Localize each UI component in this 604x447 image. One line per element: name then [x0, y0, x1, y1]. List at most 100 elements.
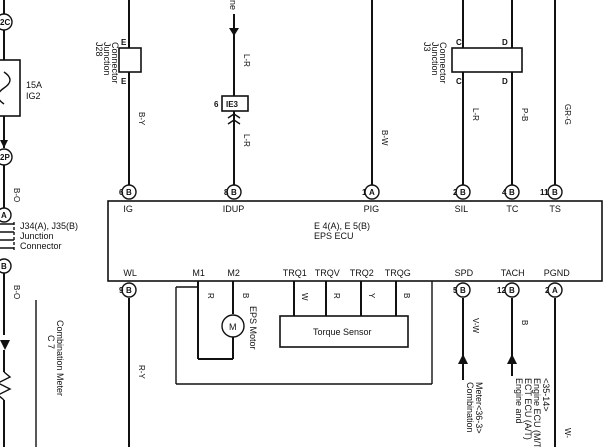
tach-circuit: B Engine and ECT ECU (A/T) Engine ECU (M…	[507, 298, 551, 447]
pin-label: IG	[123, 204, 133, 214]
wire-b-o-2: B-O	[12, 285, 21, 299]
pin-number: 12	[497, 286, 506, 295]
tach-dest-line1: Engine and	[514, 378, 524, 424]
ie3-box	[221, 95, 249, 112]
j3-pin-d-bottom: D	[502, 77, 508, 86]
pin-label: IDUP	[223, 204, 245, 214]
meter-name: Combination Meter	[55, 320, 65, 396]
tach-dest-line2: ECT ECU (A/T)	[523, 378, 533, 440]
pin-number: 5	[453, 286, 458, 295]
pin-circle	[504, 184, 520, 200]
wire-lr-top: L-R	[242, 54, 251, 67]
pin-label: TRQV	[315, 268, 340, 278]
ecu-pin-trq2: TRQ2	[350, 268, 374, 278]
pin-circle	[455, 282, 471, 298]
pin-circle	[504, 282, 520, 298]
ie3-pin: 6	[214, 100, 219, 109]
pin-number: 9	[119, 286, 124, 295]
ecu-pin-m2: M2	[227, 268, 240, 278]
wire-w-end: W-	[563, 428, 572, 438]
pin-label: SIL	[455, 204, 469, 214]
pin-label: TRQ2	[350, 268, 374, 278]
pin-number: 2	[453, 188, 458, 197]
pin-letter: B	[126, 188, 132, 197]
pin-number: 6	[119, 188, 124, 197]
pin-label: TC	[506, 204, 518, 214]
j3-junction-connector: C C D D J3 Junction Connector L-R P-B	[422, 0, 529, 186]
ecu-pin-trqg: TRQG	[385, 268, 411, 278]
torque-sensor-box	[279, 315, 409, 348]
left-circuit: 2C 15A IG2 2P B-O A J34(A), J35(B) Junct…	[0, 0, 78, 447]
fuse-rating: 15A	[26, 80, 42, 90]
pin-letter: B	[460, 188, 466, 197]
wire-trq-b: B	[402, 293, 411, 298]
wire-pb: P-B	[520, 108, 529, 121]
jc-pin-a	[0, 207, 12, 223]
double-chevron-icon	[227, 113, 241, 125]
j3-pin-d-top: D	[502, 38, 508, 47]
pin-circle	[121, 184, 137, 200]
arrow-up-icon	[507, 354, 517, 364]
jc-sub1: Junction	[20, 231, 54, 241]
wire-tach-b: B	[520, 320, 529, 325]
eps-ecu-box	[107, 200, 603, 282]
ecu-pin-tach: TACH B12	[497, 268, 525, 298]
j28-junction-connector: E E J28 Junction Connector B-Y	[94, 0, 146, 186]
wire-vw: V-W	[471, 318, 480, 334]
j28-pin-e-top: E	[121, 38, 127, 47]
j3-pin-c-bottom: C	[456, 77, 462, 86]
arrow-down-icon	[229, 28, 239, 36]
pin-circle	[226, 184, 242, 200]
pin-circle	[364, 184, 380, 200]
top-cut-label: ne	[228, 0, 238, 10]
spd-dest-line1: Combination	[465, 382, 475, 433]
pin-circle	[547, 282, 563, 298]
pin-label: PIG	[364, 204, 380, 214]
spd-dest-line2: Meter<36-3>	[474, 382, 484, 434]
j3-pin-c-top: C	[456, 38, 462, 47]
resistor-icon	[0, 371, 12, 401]
wire-bw: B-W	[380, 130, 389, 146]
tach-dest-line4: <35-14>	[541, 378, 551, 412]
ecu-name-line1: E 4(A), E 5(B)	[314, 221, 370, 231]
jc-sub2: Connector	[20, 241, 62, 251]
ie3-connection: ne L-R 6 IE3 L-R	[214, 0, 251, 186]
jc-pin-a-label: A	[1, 211, 7, 220]
motor-symbol: M	[229, 322, 237, 332]
wire-trq-w: W	[300, 293, 309, 301]
wire-trq-y: Y	[367, 293, 376, 299]
ecu-name-line2: EPS ECU	[314, 231, 354, 241]
pin-circle	[121, 282, 137, 298]
fuse-name: IG2	[26, 91, 41, 101]
j28-pin-e-bottom: E	[121, 77, 127, 86]
pin-letter: B	[460, 286, 466, 295]
wire-lr-right: L-R	[471, 108, 480, 121]
j28-sub1: Junction	[102, 42, 112, 76]
connector-2p-label: 2P	[0, 153, 10, 162]
jc-name: J34(A), J35(B)	[20, 221, 78, 231]
wire-trq-r: R	[332, 293, 341, 299]
ecu-pin-trq1: TRQ1	[283, 268, 307, 278]
pin-label: TACH	[501, 268, 525, 278]
pin-letter: B	[509, 286, 515, 295]
pin-label: TRQG	[385, 268, 411, 278]
ecu-pin-m1: M1	[192, 268, 205, 278]
pin-label: SPD	[455, 268, 474, 278]
wire-by: B-Y	[137, 112, 146, 126]
diode-icon	[0, 340, 10, 350]
fuse-box	[0, 59, 21, 117]
pin-label: M2	[227, 268, 240, 278]
pin-number: 8	[224, 188, 229, 197]
fuse-icon	[0, 71, 11, 105]
pin-label: PGND	[544, 268, 571, 278]
